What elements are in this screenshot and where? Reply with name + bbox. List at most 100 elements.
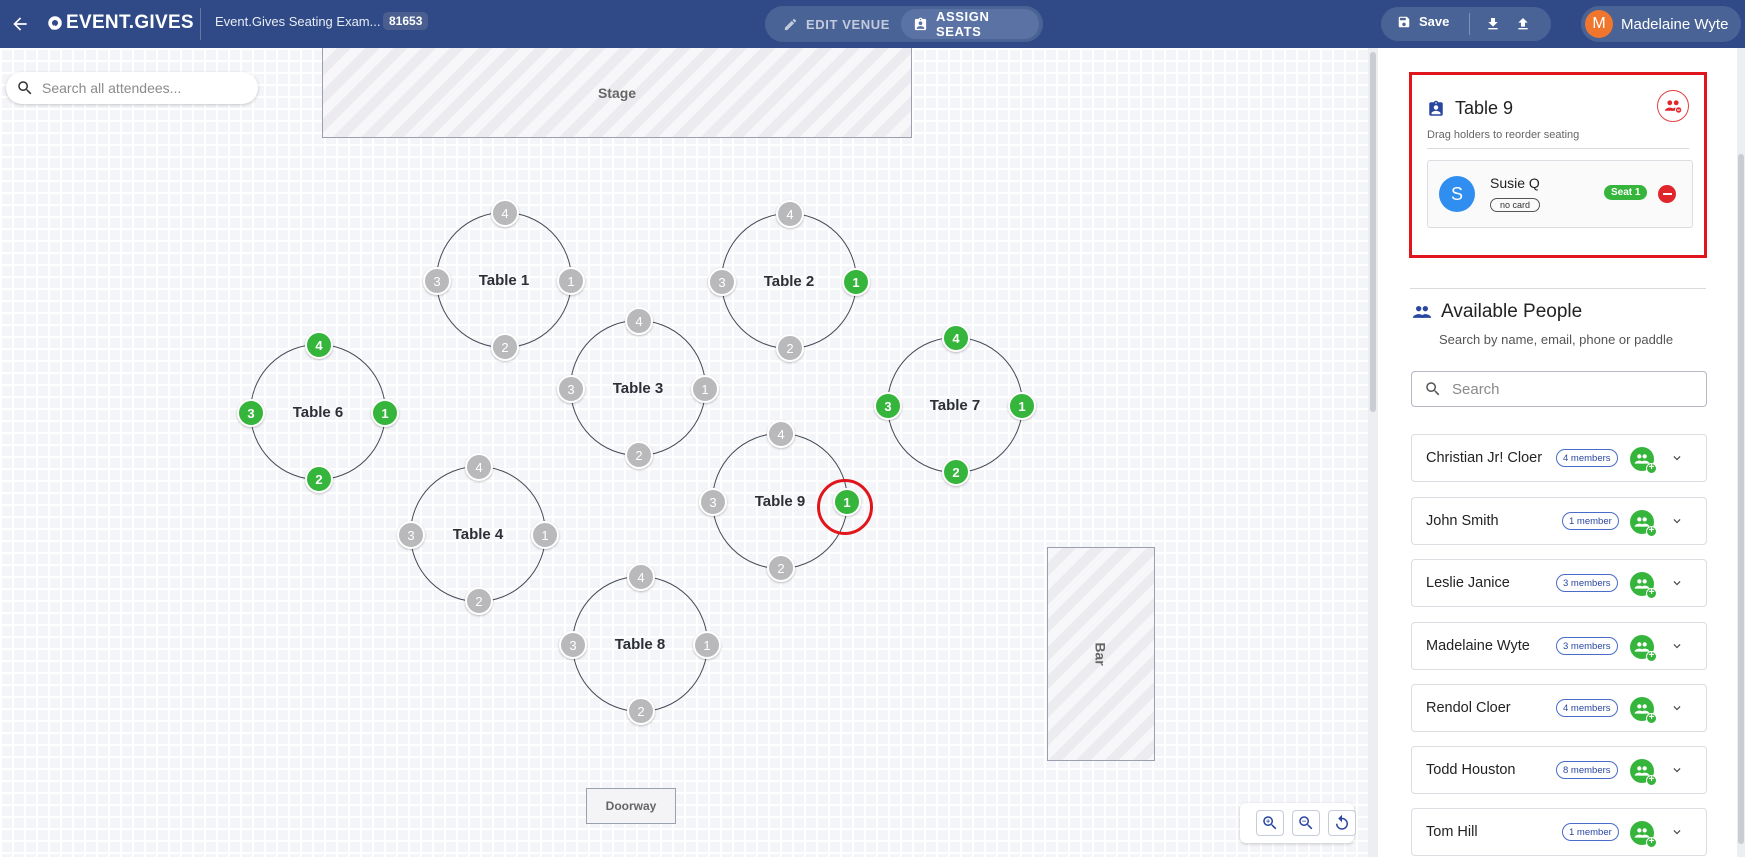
chevron-down-icon[interactable] — [1670, 763, 1684, 782]
chevron-down-icon[interactable] — [1670, 639, 1684, 658]
seat[interactable]: 2 — [776, 334, 804, 362]
seat[interactable]: 2 — [305, 465, 333, 493]
chevron-down-icon[interactable] — [1670, 576, 1684, 595]
add-group-icon[interactable]: + — [1630, 447, 1657, 474]
seating-canvas[interactable]: Stage Bar Doorway Table 1 1 2 3 4 Table … — [0, 48, 1368, 857]
table-6[interactable]: Table 6 1 2 3 4 — [237, 331, 399, 493]
add-group-icon[interactable]: + — [1630, 635, 1657, 662]
table-9[interactable]: Table 9 1 2 3 4 — [699, 420, 861, 582]
seat[interactable]: 4 — [305, 331, 333, 359]
panel-scrollbar-thumb[interactable] — [1738, 154, 1744, 844]
members-badge: 4 members — [1556, 449, 1618, 467]
seat[interactable]: 2 — [625, 441, 653, 469]
reset-view-icon[interactable] — [1328, 810, 1356, 836]
seat[interactable]: 1 — [691, 375, 719, 403]
side-panel: Table 9 Drag holders to reorder seating … — [1378, 48, 1737, 857]
people-search[interactable] — [1411, 371, 1707, 407]
available-people-heading: Available People — [1412, 301, 1582, 323]
seat[interactable]: 3 — [699, 488, 727, 516]
list-item[interactable]: Christian Jr! Cloer 4 members + — [1411, 434, 1707, 482]
seat[interactable]: 3 — [423, 267, 451, 295]
assign-seats-button[interactable]: ASSIGN SEATS — [901, 9, 1039, 39]
upload-icon[interactable] — [1515, 15, 1531, 38]
seat[interactable]: 2 — [465, 587, 493, 615]
download-icon[interactable] — [1485, 15, 1501, 38]
seat[interactable]: 4 — [767, 420, 795, 448]
seat[interactable]: 2 — [767, 554, 795, 582]
attendee-search-input[interactable] — [42, 80, 242, 96]
table-3[interactable]: Table 3 1 2 3 4 — [557, 307, 719, 469]
seat[interactable]: 1 — [833, 488, 861, 516]
chevron-down-icon[interactable] — [1670, 825, 1684, 844]
chevron-down-icon[interactable] — [1670, 701, 1684, 720]
seat[interactable]: 3 — [559, 631, 587, 659]
chevron-down-icon[interactable] — [1670, 514, 1684, 533]
table-8[interactable]: Table 8 1 2 3 4 — [559, 563, 721, 725]
seat[interactable]: 3 — [874, 392, 902, 420]
attendee-search[interactable] — [6, 72, 258, 104]
members-badge: 1 member — [1562, 823, 1619, 841]
seat[interactable]: 1 — [531, 521, 559, 549]
save-button[interactable]: Save — [1397, 14, 1449, 29]
seat[interactable]: 4 — [942, 324, 970, 352]
people-search-input[interactable] — [1452, 380, 1692, 398]
list-item[interactable]: John Smith 1 member + — [1411, 497, 1707, 545]
table-1[interactable]: Table 1 1 2 3 4 — [423, 199, 585, 361]
seat[interactable]: 3 — [557, 375, 585, 403]
doorway-area[interactable]: Doorway — [586, 788, 676, 824]
add-group-icon[interactable]: + — [1630, 510, 1657, 537]
list-item[interactable]: Rendol Cloer 4 members + — [1411, 684, 1707, 732]
table-7[interactable]: Table 7 1 2 3 4 — [874, 324, 1036, 486]
add-group-icon[interactable]: + — [1630, 697, 1657, 724]
zoom-out-icon[interactable] — [1292, 810, 1320, 836]
add-group-icon[interactable]: + — [1630, 759, 1657, 786]
members-badge: 4 members — [1556, 699, 1618, 717]
seat[interactable]: 2 — [942, 458, 970, 486]
selected-table-title: Table 9 — [1427, 98, 1513, 119]
canvas-scrollbar-thumb[interactable] — [1370, 52, 1376, 412]
seat[interactable]: 4 — [465, 453, 493, 481]
list-item[interactable]: Tom Hill 1 member + — [1411, 808, 1707, 856]
seat[interactable]: 1 — [693, 631, 721, 659]
event-title[interactable]: Event.Gives Seating Exam... — [215, 14, 381, 29]
unseat-group-icon[interactable] — [1657, 90, 1689, 122]
seat[interactable]: 3 — [708, 268, 736, 296]
seat[interactable]: 4 — [627, 563, 655, 591]
seat[interactable]: 1 — [371, 399, 399, 427]
zoom-in-icon[interactable] — [1256, 810, 1284, 836]
table-2[interactable]: Table 2 1 2 3 4 — [708, 200, 870, 362]
seat[interactable]: 2 — [491, 333, 519, 361]
panel-divider — [1410, 288, 1706, 289]
edit-venue-button[interactable]: EDIT VENUE — [769, 9, 899, 39]
app-logo[interactable]: EVENT.GIVES — [46, 12, 194, 34]
remove-holder-icon[interactable] — [1658, 185, 1676, 203]
chevron-down-icon[interactable] — [1670, 451, 1684, 470]
canvas-scrollbar[interactable] — [1368, 48, 1378, 857]
seat[interactable]: 2 — [627, 697, 655, 725]
seat-holder[interactable]: S Susie Q no card Seat 1 — [1427, 160, 1693, 228]
seat[interactable]: 4 — [491, 199, 519, 227]
logo-drop-icon — [48, 16, 62, 30]
mode-toggle: EDIT VENUE ASSIGN SEATS — [765, 6, 1043, 42]
user-menu[interactable]: M Madelaine Wyte — [1581, 6, 1741, 42]
bar-area[interactable]: Bar — [1047, 547, 1155, 761]
seat[interactable]: 4 — [776, 200, 804, 228]
add-group-icon[interactable]: + — [1630, 821, 1657, 848]
add-group-icon[interactable]: + — [1630, 572, 1657, 599]
stage-area[interactable]: Stage — [322, 48, 912, 138]
seat[interactable]: 3 — [237, 399, 265, 427]
seat[interactable]: 4 — [625, 307, 653, 335]
seat[interactable]: 3 — [397, 521, 425, 549]
seat[interactable]: 1 — [1008, 392, 1036, 420]
seat[interactable]: 1 — [842, 268, 870, 296]
table-4[interactable]: Table 4 1 2 3 4 — [397, 453, 559, 615]
panel-scrollbar[interactable] — [1737, 48, 1745, 857]
list-item[interactable]: Todd Houston 8 members + — [1411, 746, 1707, 794]
list-item[interactable]: Leslie Janice 3 members + — [1411, 559, 1707, 607]
zoom-controls — [1240, 803, 1356, 843]
list-item[interactable]: Madelaine Wyte 3 members + — [1411, 622, 1707, 670]
assign-seats-label: ASSIGN SEATS — [936, 9, 990, 39]
person-name: John Smith — [1426, 513, 1499, 529]
back-arrow-icon[interactable] — [8, 12, 32, 36]
seat[interactable]: 1 — [557, 267, 585, 295]
